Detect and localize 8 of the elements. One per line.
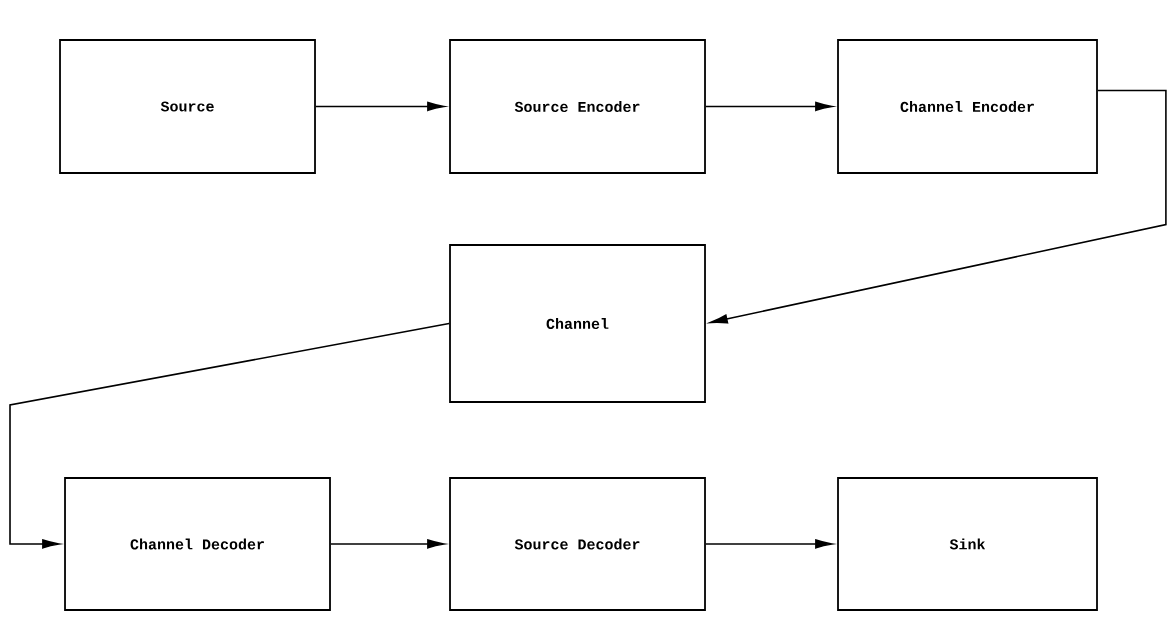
process-box: Source Encoder xyxy=(449,39,706,174)
process-box: Channel xyxy=(449,244,706,403)
arrow xyxy=(9,322,450,549)
process-box: Source xyxy=(59,39,316,174)
process-box: Source Decoder xyxy=(449,477,706,611)
process-box: Channel Decoder xyxy=(64,477,331,611)
process-box: Sink xyxy=(837,477,1098,611)
process-box: Channel Encoder xyxy=(837,39,1098,174)
